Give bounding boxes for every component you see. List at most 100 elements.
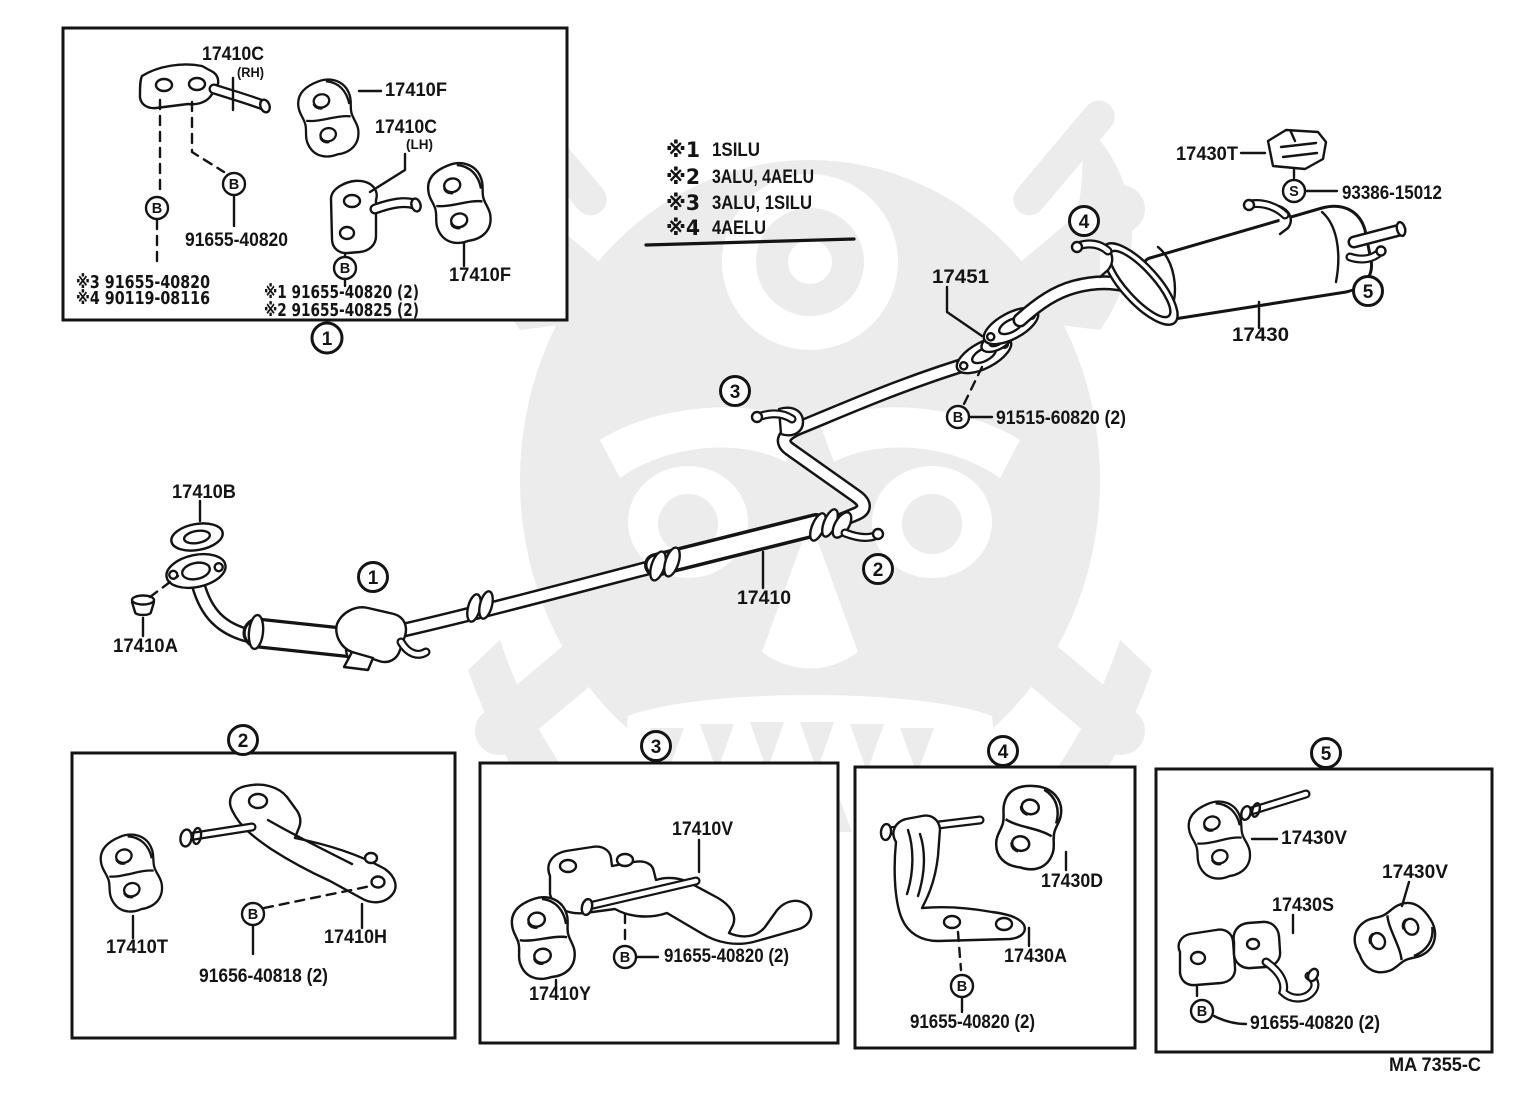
legend-mark-4: ※4 <box>666 216 700 240</box>
support-clamp-drawing <box>1266 128 1328 171</box>
label-note2: ※2 91655-40825 (2) <box>264 301 419 321</box>
label-17410F-bottom: 17410F <box>449 265 511 286</box>
inset-box-5: 5 B 17430V 17430V 17430S 91655-40820 (2) <box>1154 737 1494 1054</box>
bolt-symbol-center: B <box>945 404 971 430</box>
label-bolts-inset5: 91655-40820 (2) <box>1250 1013 1380 1034</box>
svg-text:B: B <box>152 201 162 217</box>
bracket-17430A-drawing <box>879 814 1026 943</box>
legend-value-2: 3ALU, 4AELU <box>712 167 814 188</box>
svg-text:B: B <box>340 261 350 277</box>
leader-17430V-rear <box>1400 880 1411 908</box>
leader-bolt-inset5 <box>1212 1014 1248 1026</box>
label-17451: 17451 <box>932 267 989 288</box>
bolt-17410H-drawing <box>179 822 257 848</box>
muffler-drawing <box>1101 204 1407 326</box>
callout-5-muffler: 5 <box>1352 275 1384 307</box>
svg-text:5: 5 <box>1321 744 1332 765</box>
label-17430A: 17430A <box>1004 946 1067 967</box>
leader-17451 <box>945 285 984 338</box>
svg-text:3: 3 <box>730 382 741 403</box>
label-17410H: 17410H <box>324 927 387 948</box>
svg-text:B: B <box>957 979 967 995</box>
legend-value-1: 1SILU <box>712 140 760 161</box>
label-17410F-top: 17410F <box>385 80 447 101</box>
legend-mark-2: ※2 <box>666 165 700 189</box>
label-91656-40818: 91656-40818 (2) <box>199 966 328 987</box>
dash-center-bolt <box>962 365 984 406</box>
svg-text:1: 1 <box>322 329 333 350</box>
svg-text:3: 3 <box>651 737 662 758</box>
doc-code: MA 7355-C <box>1389 1055 1481 1076</box>
legend-value-4: 4AELU <box>712 218 766 239</box>
label-lh-side: (LH) <box>406 137 433 152</box>
svg-text:4: 4 <box>1079 212 1090 233</box>
bolt-symbol-inset3: B <box>612 944 638 970</box>
callout-3-box: 3 <box>640 730 672 762</box>
inset-box-2: 2 B 17410T 17410H 91656-40818 (2) <box>70 724 457 1040</box>
label-rh-side: (RH) <box>237 65 264 80</box>
label-17410C-lh: 17410C <box>375 117 437 138</box>
label-17430V-rear: 17430V <box>1382 862 1448 883</box>
bracket-17410H-drawing <box>228 783 397 904</box>
label-17410C-rh: 17410C <box>202 44 264 65</box>
pipe-hook-bottom <box>831 511 885 542</box>
bolt-17430V-drawing <box>1240 789 1311 822</box>
callout-2-box: 2 <box>227 724 259 756</box>
label-17430V-front: 17430V <box>1281 828 1347 849</box>
callout-4-box: 4 <box>987 735 1019 767</box>
screw-symbol: S <box>1281 178 1307 204</box>
label-note3: ※3 91655-40820 <box>76 273 210 293</box>
label-17410T: 17410T <box>106 937 168 958</box>
bracket-rh-drawing <box>138 63 271 114</box>
label-91515-60820: 91515-60820 (2) <box>996 408 1126 429</box>
inset-box-4: 4 B 17430D 17430A 91655-40820 (2) <box>853 735 1137 1050</box>
callout-5-box: 5 <box>1310 737 1342 769</box>
legend-mark-1: ※1 <box>666 138 700 162</box>
legend: ※1 1SILU ※2 3ALU, 4AELU ※3 3ALU, 1SILU ※… <box>644 138 856 247</box>
legend-value-3: 3ALU, 1SILU <box>712 193 812 214</box>
svg-text:4: 4 <box>998 742 1009 763</box>
bracket-lh-drawing <box>329 179 422 255</box>
bolt-symbol-inset1-b: B <box>221 171 247 197</box>
bolt-symbol-inset5: B <box>1189 998 1215 1024</box>
svg-text:S: S <box>1289 184 1299 200</box>
svg-text:2: 2 <box>238 731 249 752</box>
label-note4: ※4 90119-08116 <box>76 289 210 309</box>
svg-text:B: B <box>248 907 258 923</box>
callout-3-pipe: 3 <box>719 375 751 407</box>
label-17430: 17430 <box>1232 325 1289 346</box>
legend-underline <box>644 237 856 247</box>
dash-inset4 <box>956 930 963 972</box>
label-note1: ※1 91655-40820 (2) <box>264 283 419 303</box>
label-17410B: 17410B <box>172 482 236 503</box>
svg-text:2: 2 <box>873 560 884 581</box>
bolt-symbol-inset4: B <box>949 973 975 999</box>
muffler-hook-top <box>1242 198 1292 236</box>
svg-text:5: 5 <box>1363 282 1374 303</box>
bracket-17410V-drawing <box>547 845 813 945</box>
label-17410: 17410 <box>737 588 791 609</box>
svg-text:1: 1 <box>368 568 379 589</box>
bolt-symbol-inset1-a: B <box>144 195 170 221</box>
bracket-17430S-drawing <box>1177 920 1320 1003</box>
label-17410V: 17410V <box>672 819 733 840</box>
muffler-hook-front <box>1070 239 1114 279</box>
svg-text:B: B <box>620 950 630 966</box>
inset-1-border <box>61 26 569 322</box>
label-17430T: 17430T <box>1176 144 1238 165</box>
label-17430S: 17430S <box>1272 895 1334 916</box>
pipe-hook-top <box>750 406 805 437</box>
dash-rh-3 <box>190 100 226 174</box>
svg-text:B: B <box>953 410 963 426</box>
front-nut-drawing <box>130 594 156 617</box>
main-exhaust-assembly: 17430T 93386-15012 17451 17430 91515-608… <box>113 128 1442 672</box>
front-pipe-bracket-drawing <box>335 606 431 672</box>
label-bolts-inset3: 91655-40820 (2) <box>664 946 789 967</box>
label-bolts-inset4: 91655-40820 (2) <box>910 1012 1035 1033</box>
callout-1-inset: 1 <box>310 321 344 355</box>
callout-1-pipe: 1 <box>357 561 389 593</box>
legend-mark-3: ※3 <box>666 191 700 215</box>
dash-17410A <box>148 574 180 599</box>
